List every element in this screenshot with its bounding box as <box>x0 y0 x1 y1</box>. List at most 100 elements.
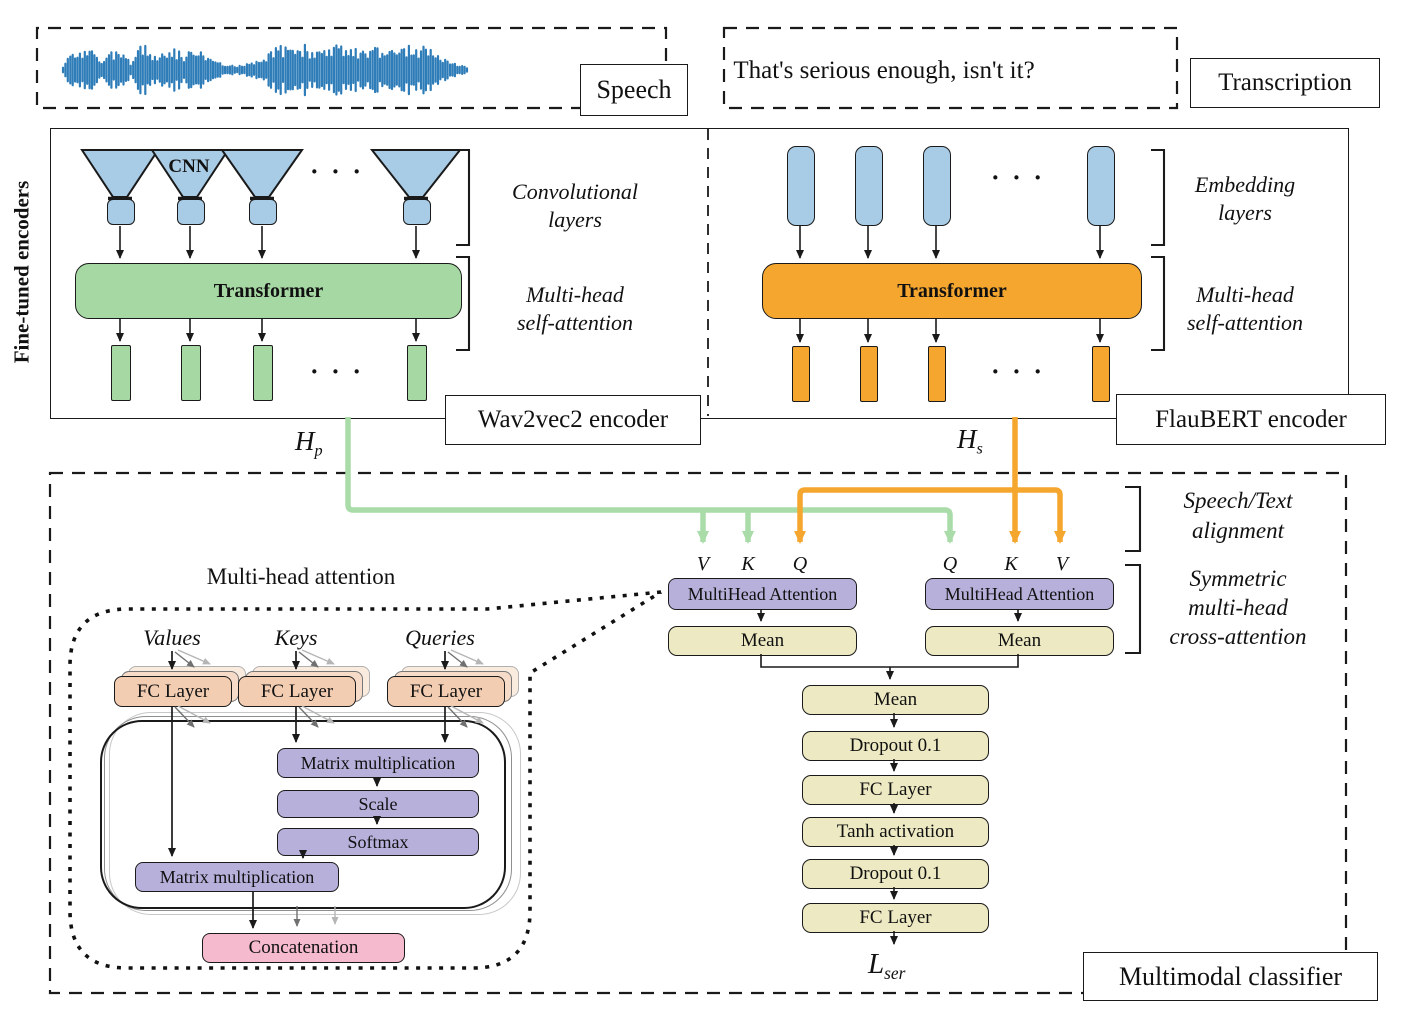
stack-label: Dropout 0.1 <box>849 735 942 756</box>
stack-dropout1-box: Dropout 0.1 <box>802 731 989 761</box>
cnn-output-node <box>403 199 431 225</box>
fc-layer-label: FC Layer <box>136 680 210 702</box>
value-input-right: V <box>1055 552 1069 575</box>
keys-label: Keys <box>274 625 318 650</box>
transcription-tag: Transcription <box>1190 58 1380 108</box>
value-input-left: V <box>696 552 710 575</box>
hp-base: H <box>295 426 315 456</box>
transcription-sentence: That's serious enough, isn't it? <box>733 57 1035 84</box>
wav2vec2-encoder-label: Wav2vec2 encoder <box>477 406 669 433</box>
multimodal-classifier-label: Multimodal classifier <box>1118 961 1343 991</box>
loss-base: L <box>868 948 885 980</box>
speech-tag: Speech <box>580 64 688 116</box>
head-fan-arrow <box>174 651 195 668</box>
convolutional-layers-label-line1: Convolutional <box>512 179 638 204</box>
wav2vec2-transformer-box: Transformer <box>75 263 462 319</box>
mean-box-right: Mean <box>925 626 1114 656</box>
loss-sub: ser <box>884 963 906 984</box>
concatenation-label: Concatenation <box>248 937 359 958</box>
stack-tanh-box: Tanh activation <box>802 817 989 847</box>
flaubert-encoder-tag: FlauBERT encoder <box>1116 394 1386 445</box>
values-label: Values <box>143 625 201 650</box>
cross-attention-label-line3: cross-attention <box>1169 624 1307 649</box>
fc-layer-queries-box: FC Layer <box>387 676 505 707</box>
transformer-label: Transformer <box>213 279 324 302</box>
hp-label: Hp <box>295 426 323 461</box>
orange-q-branch <box>794 487 1015 544</box>
speech-feature-bar <box>181 345 201 401</box>
mha-detail-title: Multi-head attention <box>206 564 396 589</box>
matrix-multiplication-label: Matrix multiplication <box>300 752 456 773</box>
cnn-label: CNN <box>168 156 210 177</box>
mean-box-left: Mean <box>668 626 857 656</box>
stack-label: FC Layer <box>859 907 932 928</box>
text-feature-bar <box>1092 346 1110 402</box>
convolutional-layers-label-line2: layers <box>548 207 602 232</box>
stack-label: Tanh activation <box>836 821 955 842</box>
orange-v-branch <box>1015 487 1066 544</box>
wav2vec2-encoder-tag: Wav2vec2 encoder <box>445 395 701 445</box>
key-input-left: K <box>741 552 755 575</box>
speech-tag-label: Speech <box>596 75 672 104</box>
fc-layer-values-box: FC Layer <box>114 676 232 707</box>
stack-mean-box: Mean <box>802 685 989 715</box>
embedding-layers-label-line1: Embedding <box>1194 172 1296 197</box>
embedding-layers-label-line2: layers <box>1218 200 1272 225</box>
self-attention-label-right-line2: self-attention <box>1186 310 1304 335</box>
multihead-attention-label: MultiHead Attention <box>687 583 838 604</box>
speech-feature-ellipsis: · · · <box>309 357 364 386</box>
stack-label: FC Layer <box>859 779 932 800</box>
flaubert-transformer-box: Transformer <box>762 263 1142 319</box>
concatenation-box: Concatenation <box>202 933 405 963</box>
speech-waveform <box>61 43 469 97</box>
key-input-right: K <box>1004 552 1018 575</box>
multihead-attention-box-right: MultiHead Attention <box>925 578 1114 610</box>
transformer-label: Transformer <box>897 279 1007 302</box>
cross-attention-label-line2: multi-head <box>1188 595 1288 620</box>
speech-feature-bar <box>407 345 427 401</box>
hp-sub: p <box>314 441 323 460</box>
head-fan-arrow <box>450 649 484 665</box>
alignment-label-line2: alignment <box>1192 518 1284 543</box>
flaubert-encoder-label: FlauBERT encoder <box>1155 405 1347 433</box>
fc-layer-keys-box: FC Layer <box>238 676 356 707</box>
text-feature-bar <box>928 346 946 402</box>
hs-sub: s <box>976 439 983 458</box>
multimodal-classifier-tag: Multimodal classifier <box>1083 952 1378 1001</box>
multihead-attention-label: MultiHead Attention <box>944 583 1095 604</box>
matrix-multiplication-label: Matrix multiplication <box>159 866 315 887</box>
query-input-left: Q <box>792 552 808 575</box>
embedding-bar <box>1087 146 1115 226</box>
cnn-ellipsis: · · · <box>309 157 364 186</box>
multihead-attention-box-left: MultiHead Attention <box>668 578 857 610</box>
loss-label: Lser <box>868 948 905 984</box>
stack-label: Mean <box>873 689 918 710</box>
fine-tuned-encoders-label: Fine-tuned encoders <box>9 180 34 364</box>
fc-layer-label: FC Layer <box>260 680 334 702</box>
speech-feature-bar <box>111 345 131 401</box>
matrix-multiplication-box-1: Matrix multiplication <box>277 748 479 778</box>
hs-base: H <box>957 424 977 454</box>
head-fan-arrow <box>447 651 468 668</box>
mean-label: Mean <box>997 630 1042 651</box>
text-feature-bar <box>792 346 810 402</box>
cross-attention-bracket <box>1125 563 1142 655</box>
self-attention-label-left-line2: self-attention <box>516 310 634 335</box>
query-input-right: Q <box>942 552 958 575</box>
head-fan-arrow <box>177 649 211 665</box>
cnn-output-node <box>107 199 135 225</box>
queries-label: Queries <box>405 625 475 650</box>
speech-feature-bar <box>253 345 273 401</box>
fc-layer-label: FC Layer <box>409 680 483 702</box>
matrix-multiplication-box-2: Matrix multiplication <box>135 862 339 892</box>
transcription-tag-label: Transcription <box>1218 69 1352 96</box>
stack-fc1-box: FC Layer <box>802 775 989 805</box>
mean-label: Mean <box>740 630 785 651</box>
embedding-bar <box>923 146 951 226</box>
cross-attention-label-line1: Symmetric <box>1189 566 1287 591</box>
scale-box: Scale <box>277 790 479 818</box>
head-fan-arrow <box>298 651 319 668</box>
softmax-box: Softmax <box>277 828 479 856</box>
text-feature-bar <box>860 346 878 402</box>
